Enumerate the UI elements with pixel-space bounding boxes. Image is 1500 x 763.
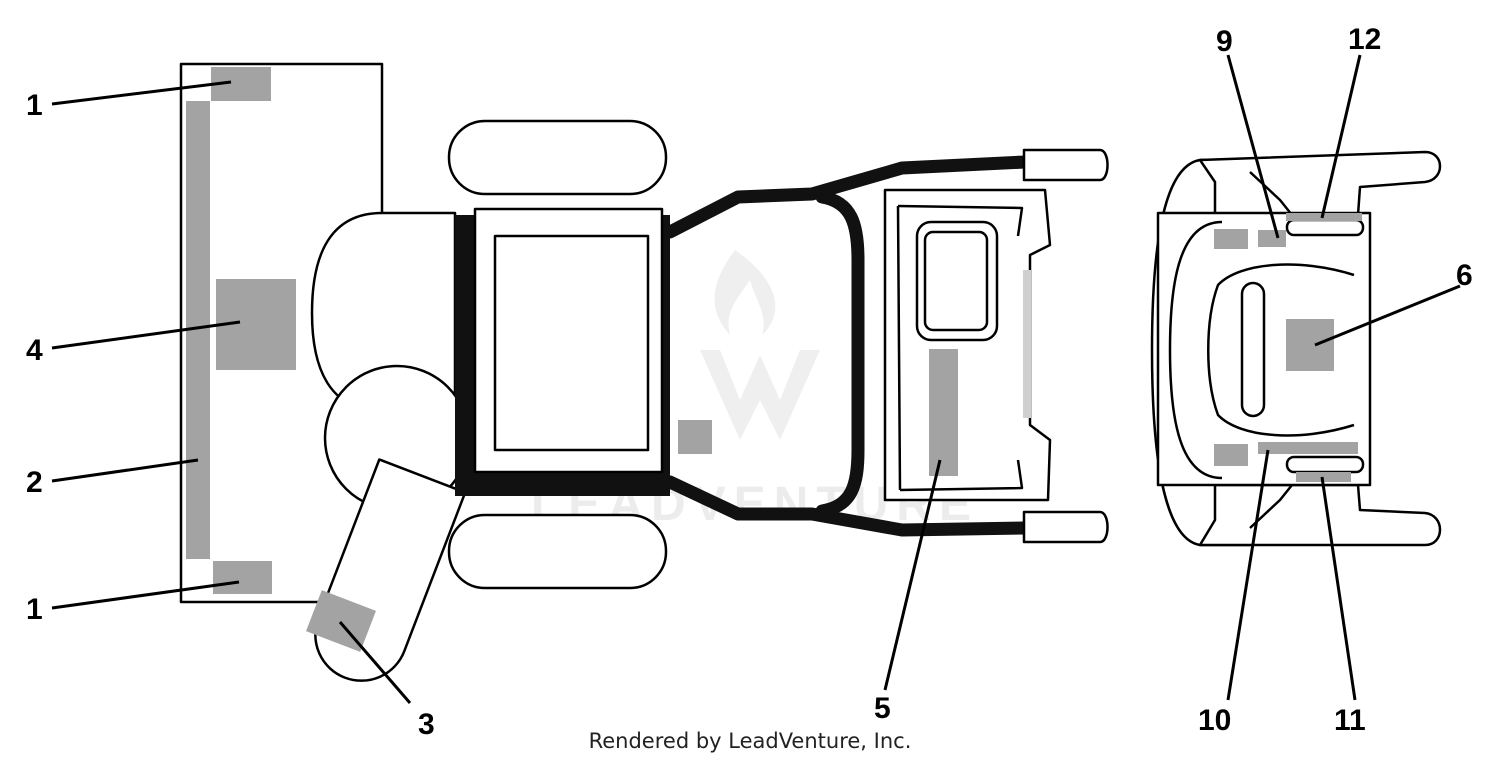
decal-rear-left-top bbox=[1214, 229, 1248, 249]
decal-10 bbox=[1258, 442, 1358, 454]
console-display bbox=[915, 220, 999, 342]
callout-11: 11 bbox=[1334, 704, 1366, 737]
handle-frame-lower bbox=[663, 475, 1032, 537]
leader-1-top bbox=[51, 80, 232, 106]
decal-12 bbox=[1286, 213, 1362, 221]
decal-1-bottom bbox=[213, 561, 272, 594]
wheel-lower bbox=[447, 513, 668, 590]
decal-6 bbox=[1286, 319, 1334, 371]
engine-panel bbox=[493, 234, 650, 452]
decal-9 bbox=[1258, 230, 1286, 247]
rear-panel-curve-left bbox=[1168, 220, 1223, 480]
leader-5 bbox=[883, 459, 942, 691]
rear-handle-arm-upper bbox=[1198, 150, 1442, 217]
engine-side-bar-right bbox=[660, 215, 670, 495]
callout-4: 4 bbox=[26, 334, 43, 367]
leader-10 bbox=[1226, 449, 1270, 701]
callout-10: 10 bbox=[1198, 704, 1231, 737]
leader-6 bbox=[1314, 284, 1461, 347]
rear-grip-upper bbox=[1285, 218, 1365, 237]
callout-12: 12 bbox=[1348, 23, 1381, 56]
leader-9 bbox=[1226, 54, 1280, 239]
decal-3 bbox=[306, 590, 376, 652]
footer-credit: Rendered by LeadVenture, Inc. bbox=[588, 729, 912, 753]
console-inner-top bbox=[897, 204, 1024, 237]
callout-3: 3 bbox=[418, 708, 435, 741]
rear-grip-lower bbox=[1285, 455, 1365, 474]
leader-3 bbox=[338, 621, 412, 704]
console-display-inner bbox=[923, 230, 989, 332]
leader-4 bbox=[51, 320, 241, 350]
callout-1-top: 1 bbox=[26, 89, 43, 122]
leader-2 bbox=[51, 458, 199, 483]
rear-handle-arm-lower bbox=[1198, 483, 1442, 547]
rear-bracket-upper bbox=[1249, 171, 1293, 216]
engine-side-bar-left bbox=[455, 215, 475, 495]
handle-grip-lower bbox=[1022, 510, 1109, 544]
leader-1-bottom bbox=[51, 580, 240, 610]
leader-11 bbox=[1320, 476, 1357, 701]
decal-rear-left-bottom bbox=[1214, 444, 1248, 466]
engine-bottom-bar bbox=[455, 472, 670, 496]
callout-2: 2 bbox=[26, 466, 43, 499]
handle-frame-vertical bbox=[815, 190, 865, 518]
console-right-strip bbox=[1023, 270, 1031, 418]
handle-grip-upper bbox=[1022, 148, 1109, 182]
callout-6: 6 bbox=[1456, 259, 1473, 292]
rear-panel-curve-inner bbox=[1207, 263, 1355, 437]
decal-engine bbox=[678, 420, 712, 454]
wheel-upper bbox=[447, 119, 668, 196]
console-inner-left bbox=[896, 205, 902, 491]
rear-panel-slot bbox=[1240, 281, 1266, 418]
callout-1-bottom: 1 bbox=[26, 593, 43, 626]
leader-12 bbox=[1320, 54, 1362, 219]
callout-5: 5 bbox=[874, 692, 891, 725]
decal-5 bbox=[929, 349, 958, 476]
rear-bracket-lower bbox=[1249, 484, 1293, 529]
handle-frame-upper bbox=[663, 155, 1032, 239]
callout-9: 9 bbox=[1216, 25, 1233, 58]
console-inner-bottom bbox=[899, 459, 1024, 492]
